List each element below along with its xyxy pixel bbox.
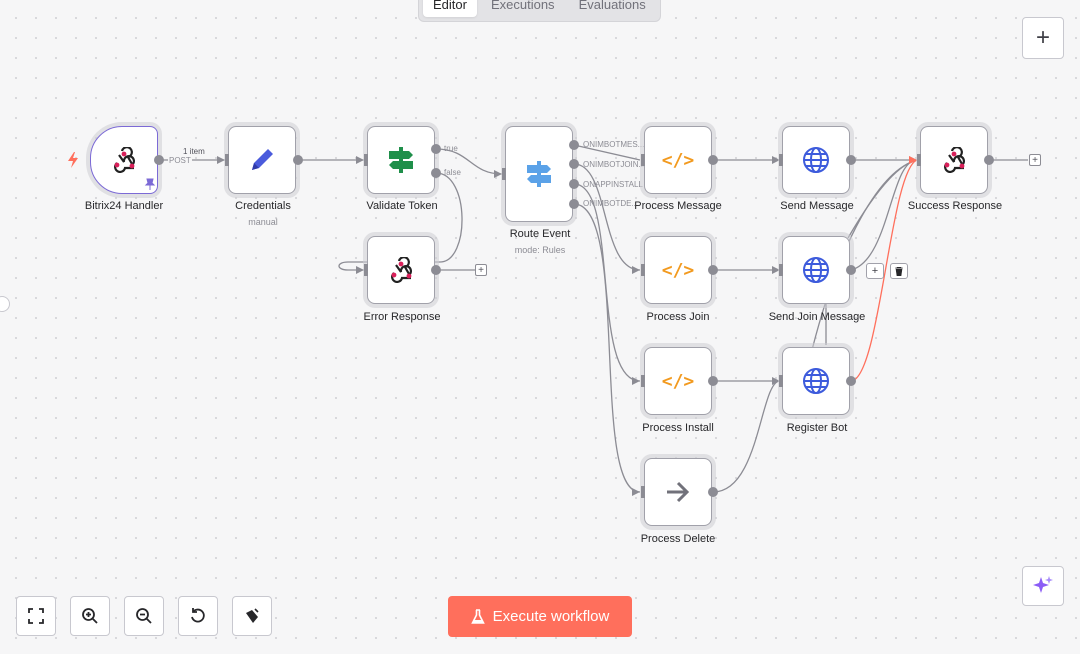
node-label: Process Join (646, 311, 710, 323)
reset-zoom-button[interactable] (178, 596, 218, 636)
node-label: Route Event (509, 228, 571, 240)
code-icon: </> (661, 370, 695, 392)
node-label: Send Join Message (768, 311, 866, 323)
pin-icon (144, 178, 156, 190)
node-subtitle: mode: Rules (514, 245, 566, 255)
fit-view-button[interactable] (16, 596, 56, 636)
pencil-icon (252, 149, 273, 170)
port-label-false: false (444, 168, 461, 177)
connection-pdelete-register (712, 380, 781, 493)
add-node-button[interactable]: + (1022, 17, 1064, 59)
zoom-in-icon (82, 608, 98, 624)
sidebar-collapse-handle[interactable] (0, 296, 10, 312)
tidy-up-button[interactable] (232, 596, 272, 636)
node-success-response[interactable] (920, 126, 988, 194)
port-label-route-3: ONIMBOTDE... (583, 199, 639, 208)
node-register-bot[interactable] (782, 347, 850, 415)
sparkles-icon (1033, 576, 1053, 593)
connection-route-process-delete (573, 203, 641, 493)
connection-sendjoin-success-b (847, 159, 918, 239)
signpost-icon (389, 147, 413, 173)
globe-icon (803, 147, 829, 173)
add-connection-button[interactable]: + (866, 263, 884, 279)
node-label: Bitrix24 Handler (84, 200, 164, 212)
node-process-join[interactable]: </> (644, 236, 712, 304)
tidy-up-icon (246, 608, 259, 623)
trash-icon (895, 266, 903, 277)
arrow-right-icon (667, 481, 690, 503)
node-send-join-message[interactable] (782, 236, 850, 304)
view-tabs: Editor Executions Evaluations (418, 0, 661, 22)
webhook-icon (391, 257, 412, 283)
connection-sendjoin-success (850, 159, 918, 271)
zoom-out-button[interactable] (124, 596, 164, 636)
node-label: Send Message (780, 200, 854, 212)
node-label: Credentials (235, 200, 291, 212)
node-label: Register Bot (786, 422, 848, 434)
node-label: Process Message (634, 200, 722, 212)
plus-icon: + (1035, 24, 1050, 51)
node-validate-token[interactable] (367, 126, 435, 194)
tab-editor[interactable]: Editor (423, 0, 477, 17)
node-process-message[interactable]: </> (644, 126, 712, 194)
port-label-route-0: ONIMBOTMES... (583, 140, 645, 149)
add-connection-button[interactable]: + (475, 264, 487, 276)
execute-workflow-button[interactable]: Execute workflow (448, 596, 632, 637)
node-credentials[interactable] (228, 126, 296, 194)
node-process-install[interactable]: </> (644, 347, 712, 415)
node-send-message[interactable] (782, 126, 850, 194)
node-route-event[interactable] (505, 126, 573, 222)
zoom-out-icon (136, 608, 152, 624)
delete-connection-button[interactable] (890, 263, 908, 279)
port-label-route-2: ONAPPINSTALL (583, 180, 643, 189)
execute-workflow-label: Execute workflow (492, 608, 610, 625)
flask-icon (470, 608, 485, 624)
node-label: Process Delete (640, 533, 716, 545)
edge-item-count: 1 item (183, 147, 205, 156)
port-label-route-1: ONIMBOTJOIN... (583, 160, 646, 169)
ai-assistant-button[interactable] (1022, 566, 1064, 606)
node-process-delete[interactable] (644, 458, 712, 526)
zoom-in-button[interactable] (70, 596, 110, 636)
globe-icon (803, 368, 829, 394)
node-subtitle: manual (248, 217, 278, 227)
webhook-icon (944, 147, 965, 173)
webhook-icon (114, 147, 135, 173)
node-error-response[interactable] (367, 236, 435, 304)
fit-view-icon (28, 608, 44, 624)
node-label: Success Response (907, 200, 1003, 212)
tab-executions[interactable]: Executions (490, 0, 555, 12)
globe-icon (803, 257, 829, 283)
port-label-true: true (444, 144, 458, 153)
connection-route-process-install (573, 183, 641, 382)
tab-evaluations[interactable]: Evaluations (578, 0, 646, 12)
node-label: Error Response (363, 311, 441, 323)
add-connection-button[interactable]: + (1029, 154, 1041, 166)
reset-icon (191, 608, 205, 623)
edge-method-label: POST (168, 156, 192, 165)
signpost-icon (527, 161, 551, 187)
node-label: Validate Token (366, 200, 438, 212)
code-icon: </> (661, 149, 695, 171)
code-icon: </> (661, 259, 695, 281)
node-bitrix24-handler[interactable] (90, 126, 158, 194)
node-label: Process Install (642, 422, 714, 434)
trigger-bolt-icon (68, 152, 78, 168)
